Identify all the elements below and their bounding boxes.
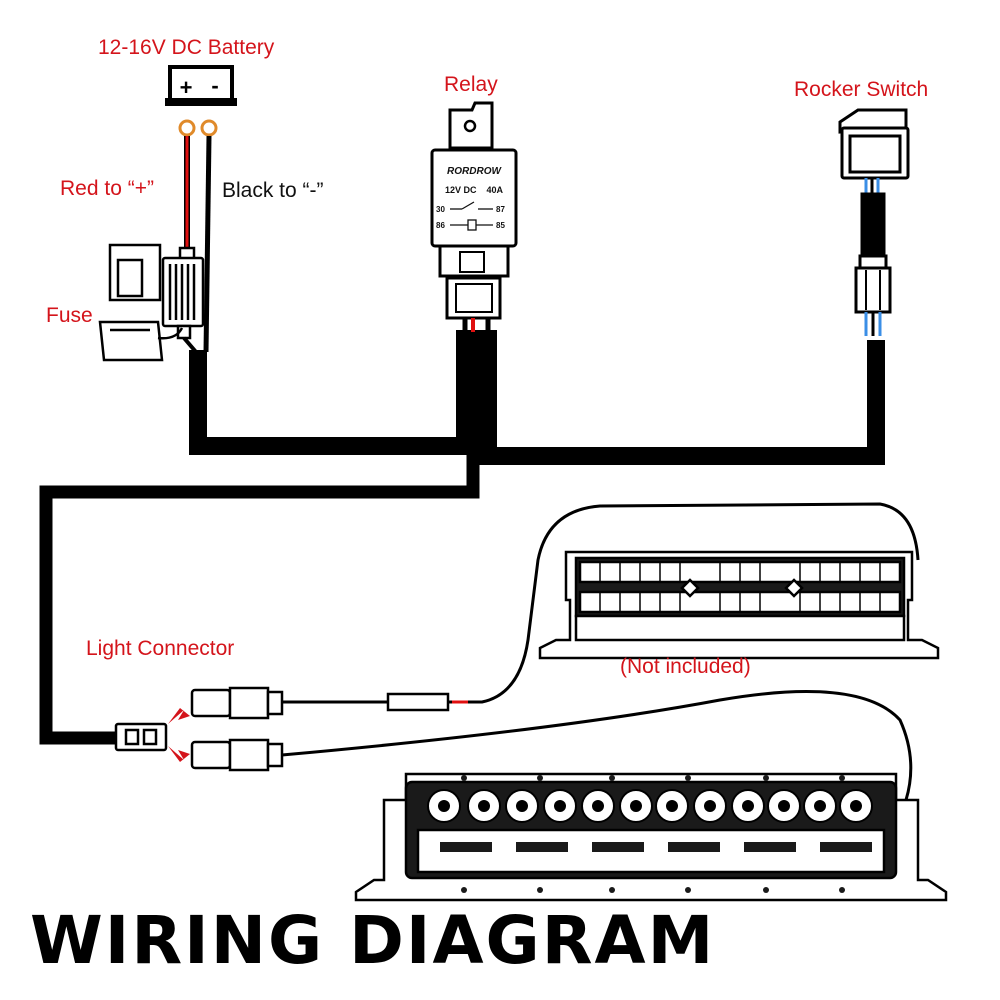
light-bar-lower-icon xyxy=(354,772,948,902)
light-connector-icon xyxy=(114,722,168,752)
light-output-harness xyxy=(39,330,480,745)
battery-minus-text: - xyxy=(211,73,218,98)
pigtail-wires xyxy=(281,502,920,801)
rocker-switch-icon xyxy=(838,108,910,336)
red-wire-label: Red to “+” xyxy=(60,177,154,200)
switch-harness xyxy=(479,330,885,465)
black-wire-label: Black to “-” xyxy=(222,179,324,202)
relay-pin-86: 86 xyxy=(436,221,445,230)
rocker-switch-label: Rocker Switch xyxy=(794,78,929,101)
battery-label: 12-16V DC Battery xyxy=(98,36,275,59)
relay-icon: RORDROW 12V DC 40A 30 87 86 85 xyxy=(430,101,518,332)
not-included-label: (Not included) xyxy=(620,655,751,678)
ground-power-harness xyxy=(189,330,474,455)
relay-brand-text: RORDROW xyxy=(447,166,502,177)
fuse-holder-icon xyxy=(98,243,205,362)
relay-pin-30: 30 xyxy=(436,205,445,214)
ring-terminals xyxy=(178,119,218,137)
connector-arrows xyxy=(168,708,190,762)
harness-wires xyxy=(39,330,885,745)
light-bar-upper-icon xyxy=(538,550,940,660)
relay-pin-87: 87 xyxy=(496,205,505,214)
battery-plus-text: + xyxy=(180,75,193,100)
light-connector-label: Light Connector xyxy=(86,637,235,660)
pigtail-plugs xyxy=(190,686,450,772)
relay-label: Relay xyxy=(444,73,498,96)
fuse-label: Fuse xyxy=(46,304,93,327)
black-wire xyxy=(203,135,212,353)
relay-rating-text: 12V DC 40A xyxy=(445,185,504,195)
page-title: WIRING DIAGRAM xyxy=(30,902,716,979)
battery-icon: + - xyxy=(165,65,237,106)
relay-pin-85: 85 xyxy=(496,221,505,230)
